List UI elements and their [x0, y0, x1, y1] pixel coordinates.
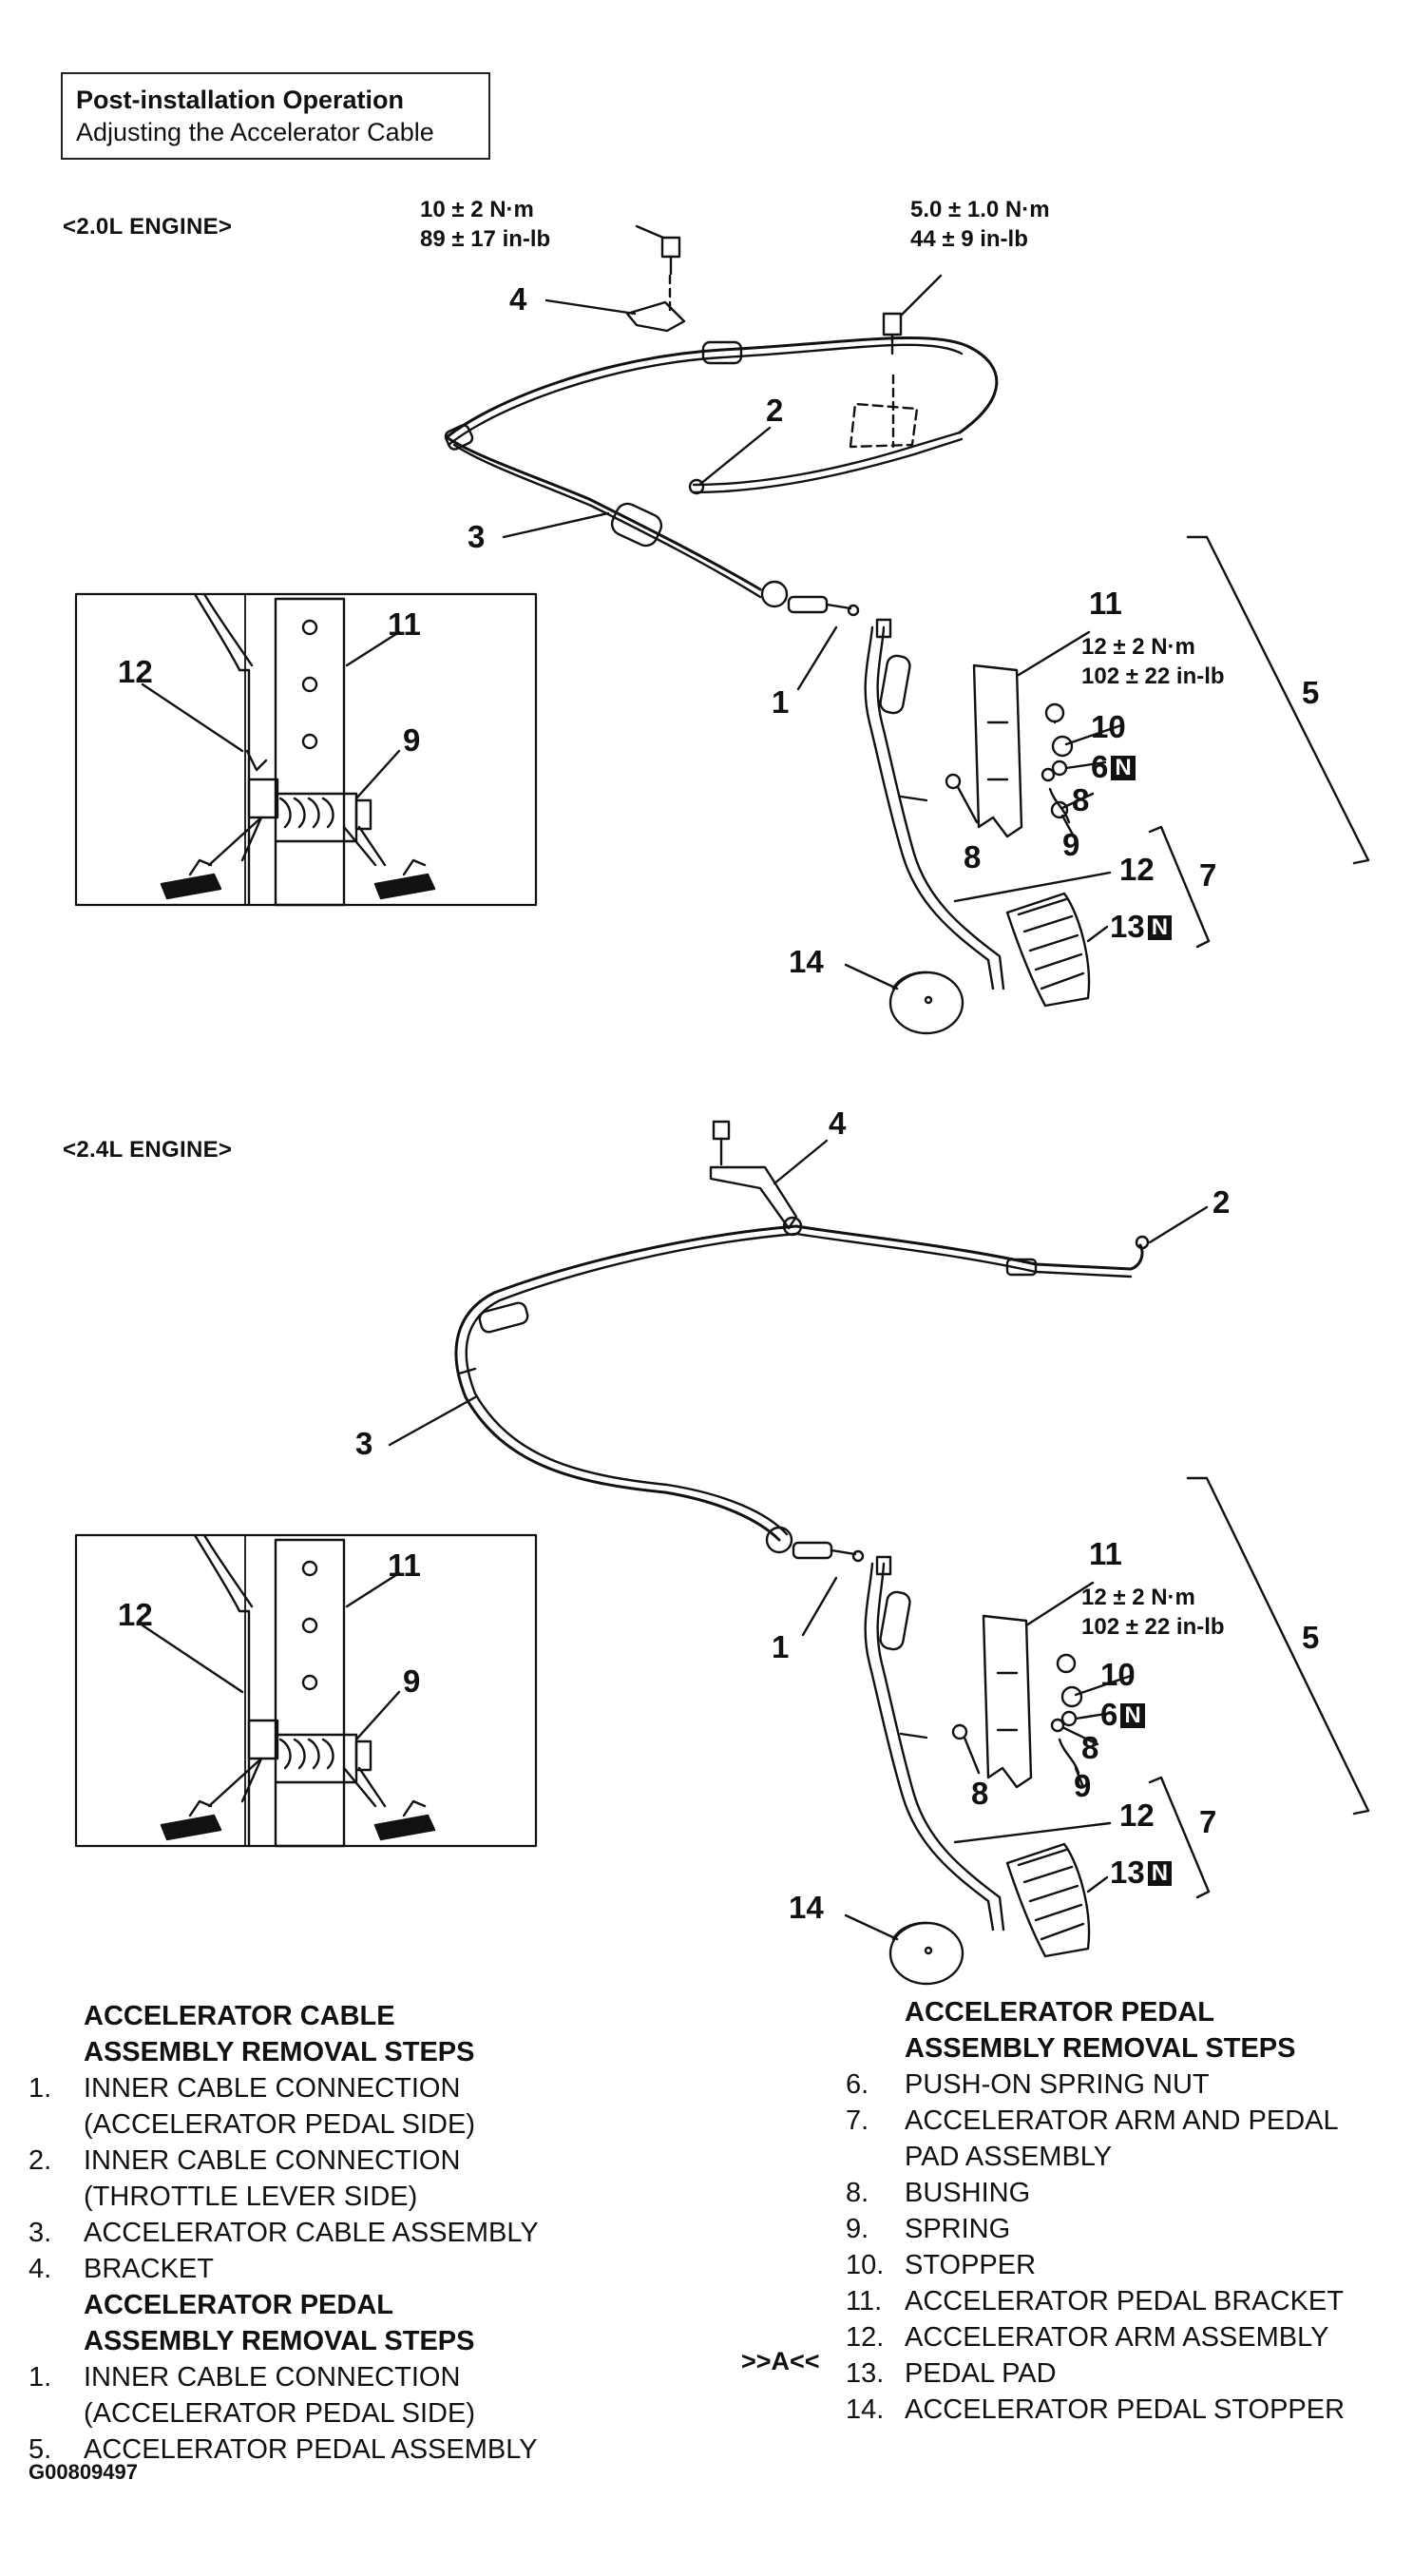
upper-callout-7: 7	[1199, 857, 1217, 893]
upper-inset-callout-11: 11	[388, 606, 421, 642]
lower-callout-14: 14	[789, 1890, 824, 1925]
upper-callout-14: 14	[789, 944, 824, 979]
upper-callout-10: 10	[1091, 709, 1126, 744]
lower-callout-8-bracket: 8	[1081, 1730, 1099, 1765]
lower-torque-pedal-bracket: 12 ± 2 N·m 102 ± 22 in-lb	[1081, 1585, 1225, 1640]
header-title: Post-installation Operation	[76, 86, 405, 114]
lower-callout-12: 12	[1119, 1797, 1155, 1833]
lower-callout-10: 10	[1100, 1657, 1136, 1692]
step-item: 8.BUSHING	[846, 2178, 1031, 2208]
pedal-steps-heading-line1: ACCELERATOR PEDAL	[84, 2290, 393, 2320]
upper-callout-11: 11	[1089, 586, 1122, 621]
lower-callout-2: 2	[1213, 1184, 1231, 1220]
lower-inset-callout-12: 12	[118, 1597, 153, 1632]
steps-right-column: ACCELERATOR PEDAL ASSEMBLY REMOVAL STEPS…	[846, 1994, 1397, 2428]
pedal-assembly-heading-line2: ASSEMBLY REMOVAL STEPS	[905, 2033, 1296, 2064]
lower-callout-4: 4	[829, 1105, 847, 1141]
upper-torque-bracket-bolt: 10 ± 2 N·m 89 ± 17 in-lb	[420, 197, 551, 252]
upper-torque-cable-bolt: 5.0 ± 1.0 N·m 44 ± 9 in-lb	[910, 197, 1050, 252]
lower-callout-3: 3	[355, 1426, 373, 1461]
upper-new-part-6-icon: N	[1111, 756, 1136, 780]
upper-engine-label: <2.0L ENGINE>	[63, 214, 233, 240]
step-item: 6.PUSH-ON SPRING NUT	[846, 2069, 1210, 2100]
pedal-assembly-heading-line1: ACCELERATOR PEDAL	[905, 1997, 1214, 2028]
upper-callout-12: 12	[1119, 852, 1155, 887]
step-item: 14.ACCELERATOR PEDAL STOPPER	[846, 2394, 1346, 2425]
step-item: 12.ACCELERATOR ARM ASSEMBLY	[846, 2322, 1329, 2353]
figure-code: G00809497	[29, 2460, 138, 2484]
lower-inset-callout-11: 11	[388, 1548, 421, 1583]
step-item: 2.INNER CABLE CONNECTION	[29, 2145, 461, 2176]
procedure-marker: >>A<<	[741, 2347, 820, 2375]
lower-callout-7: 7	[1199, 1804, 1217, 1839]
step-item: 7.ACCELERATOR ARM AND PEDAL	[846, 2105, 1339, 2136]
upper-diagram	[74, 224, 1370, 1035]
upper-callout-1: 1	[772, 684, 790, 720]
cable-steps-heading-line1: ACCELERATOR CABLE	[84, 2001, 395, 2031]
step-item-continuation: (ACCELERATOR PEDAL SIDE)	[84, 2109, 476, 2140]
lower-inset-callout-9: 9	[403, 1663, 421, 1699]
header-subtitle: Adjusting the Accelerator Cable	[76, 118, 434, 146]
step-item: 9.SPRING	[846, 2214, 1011, 2244]
upper-callout-8-bushing: 8	[964, 839, 982, 875]
lower-diagram	[74, 1120, 1370, 1986]
header-box: Post-installation Operation Adjusting th…	[61, 72, 490, 160]
pedal-steps-heading-line2: ASSEMBLY REMOVAL STEPS	[84, 2326, 475, 2356]
lower-new-part-13-icon: N	[1147, 1861, 1173, 1886]
upper-callout-13-num: 13	[1110, 909, 1145, 944]
step-item: 1.INNER CABLE CONNECTION	[29, 2362, 461, 2393]
upper-callout-5: 5	[1302, 675, 1320, 710]
steps-left-column: ACCELERATOR CABLE ASSEMBLY REMOVAL STEPS…	[29, 1998, 646, 2468]
lower-callout-1: 1	[772, 1629, 790, 1664]
cable-steps-heading-line2: ASSEMBLY REMOVAL STEPS	[84, 2037, 475, 2067]
upper-callout-6-num: 6	[1091, 749, 1109, 784]
step-item: 5.ACCELERATOR PEDAL ASSEMBLY	[29, 2434, 538, 2465]
upper-callout-8-bracket: 8	[1072, 782, 1090, 817]
step-item-continuation: (ACCELERATOR PEDAL SIDE)	[84, 2398, 476, 2429]
step-item: 1.INNER CABLE CONNECTION	[29, 2073, 461, 2104]
step-item-continuation: PAD ASSEMBLY	[905, 2142, 1113, 2172]
step-item: 13.PEDAL PAD	[846, 2358, 1057, 2389]
upper-torque-pedal-bracket: 12 ± 2 N·m 102 ± 22 in-lb	[1081, 634, 1225, 689]
step-item: 10.STOPPER	[846, 2250, 1037, 2280]
lower-callout-5: 5	[1302, 1620, 1320, 1655]
upper-callout-2: 2	[766, 393, 784, 428]
step-item: 4.BRACKET	[29, 2254, 214, 2284]
lower-new-part-6-icon: N	[1120, 1703, 1145, 1728]
lower-callout-9: 9	[1074, 1768, 1092, 1803]
step-item-continuation: (THROTTLE LEVER SIDE)	[84, 2182, 418, 2212]
lower-engine-label: <2.4L ENGINE>	[63, 1137, 233, 1163]
lower-callout-11: 11	[1089, 1536, 1122, 1571]
upper-inset-callout-12: 12	[118, 654, 153, 689]
upper-inset-callout-9: 9	[403, 722, 421, 758]
step-item: 11.ACCELERATOR PEDAL BRACKET	[846, 2286, 1344, 2316]
upper-callout-4: 4	[509, 281, 527, 317]
upper-new-part-13-icon: N	[1147, 915, 1173, 940]
lower-callout-6-num: 6	[1100, 1697, 1118, 1732]
upper-callout-3: 3	[468, 519, 486, 554]
upper-callout-9: 9	[1062, 827, 1080, 862]
lower-callout-13-num: 13	[1110, 1855, 1145, 1890]
lower-callout-8-bushing: 8	[971, 1776, 989, 1811]
step-item: 3.ACCELERATOR CABLE ASSEMBLY	[29, 2218, 539, 2248]
